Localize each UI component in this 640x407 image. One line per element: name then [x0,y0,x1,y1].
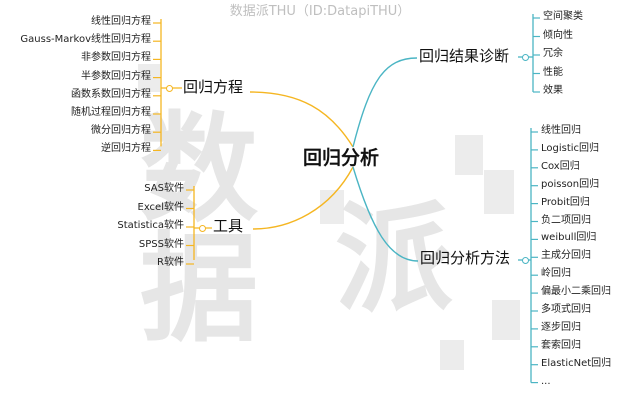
watermark-glyph: 据 [140,220,259,358]
methods-item[interactable]: Cox回归 [541,160,580,172]
methods-item[interactable]: Probit回归 [541,196,590,208]
link-center-equation [249,91,354,148]
watermark-caption: 数据派THU（ID:DatapiTHU） [229,4,411,19]
methods-item[interactable]: 负二项回归 [541,214,591,226]
equation-item[interactable]: 非参数回归方程 [81,52,151,64]
tools-item[interactable]: SPSS软件 [138,238,184,250]
methods-item[interactable]: 多项式回归 [541,304,591,315]
methods-collapse-toggle[interactable] [521,256,529,264]
branch-regression-equation[interactable]: 回归方程 [183,78,244,96]
central-topic[interactable]: 回归分析 [303,147,380,169]
methods-item[interactable]: weibull回归 [541,232,597,244]
link-center-tools [252,166,354,230]
link-center-diagnosis [352,57,418,148]
equation-item[interactable]: 随机过程回归方程 [71,107,151,118]
equation-item[interactable]: 半参数回归方程 [81,70,151,82]
diagnosis-item[interactable]: 倾向性 [543,29,573,41]
diagnosis-item[interactable]: 效果 [543,85,563,96]
tools-item[interactable]: Statistica软件 [117,220,184,231]
methods-item[interactable]: 套索回归 [541,339,581,351]
diagnosis-item[interactable]: 性能 [543,66,563,78]
equation-item[interactable]: 线性回归方程 [91,16,151,27]
watermark-block [440,340,464,370]
equation-item[interactable]: 微分回归方程 [91,125,151,137]
tools-item[interactable]: R软件 [157,257,184,268]
branch-analysis-methods[interactable]: 回归分析方法 [420,249,511,267]
methods-item[interactable]: 偏最小二乘回归 [541,286,611,298]
methods-item[interactable]: ElasticNet回归 [541,357,612,369]
diagnosis-item[interactable]: 冗余 [543,48,563,59]
methods-item[interactable]: 岭回归 [541,268,571,280]
watermark-block [492,300,520,340]
watermark-glyph: 数 [140,100,259,238]
watermark-glyph: 派 [335,190,454,328]
methods-item[interactable]: 逐步回归 [541,321,581,333]
tools-item[interactable]: Excel软件 [137,201,185,213]
diagnosis-collapse-toggle[interactable] [521,53,529,61]
branch-result-diagnosis[interactable]: 回归结果诊断 [419,47,510,65]
link-center-methods [352,166,419,262]
watermark-block [138,64,160,92]
equation-item[interactable]: 函数系数回归方程 [71,88,151,100]
branch-tools[interactable]: 工具 [213,217,244,235]
methods-item[interactable]: 主成分回归 [541,250,591,262]
tools-collapse-toggle[interactable] [198,224,206,232]
watermark-block [484,170,514,214]
methods-item[interactable]: Logistic回归 [541,142,600,154]
diagnosis-item[interactable]: 空间聚类 [543,11,583,22]
methods-item[interactable]: ... [541,375,551,387]
equation-item[interactable]: 逆回归方程 [101,143,151,155]
watermark-block [455,135,483,175]
tools-item[interactable]: SAS软件 [144,183,184,194]
equation-collapse-toggle[interactable] [165,84,173,92]
equation-item[interactable]: Gauss-Markov线性回归方程 [20,34,151,46]
methods-item[interactable]: 线性回归 [541,125,581,136]
methods-item[interactable]: poisson回归 [541,178,600,190]
